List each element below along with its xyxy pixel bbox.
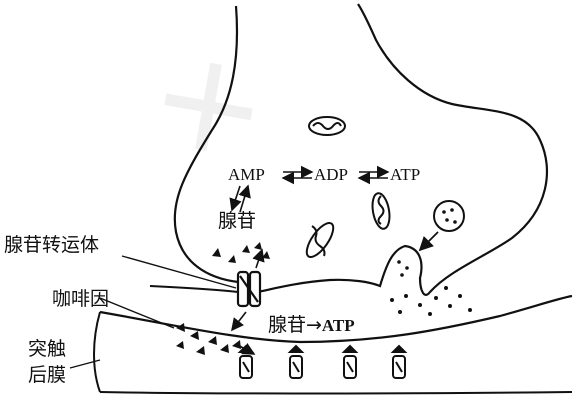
postsynaptic-membrane-label-line1: 突触 xyxy=(28,340,66,359)
amp-label: AMP xyxy=(228,166,265,183)
mitochondrion xyxy=(309,117,345,135)
adenosine-to-atp-label: 腺苷→ATP xyxy=(268,316,355,335)
adenosine-transporter-label: 腺苷转运体 xyxy=(4,236,99,255)
adenosine-to-atp-prefix: 腺苷→ xyxy=(268,314,322,336)
receptor xyxy=(240,346,252,378)
presynaptic-terminal xyxy=(175,4,547,295)
postsynaptic-membrane-inner xyxy=(100,392,572,394)
fusing-vesicle-contents xyxy=(397,260,409,277)
caffeine-label: 咖啡因 xyxy=(52,290,109,309)
adenosine-to-atp-product: ATP xyxy=(322,316,355,335)
adenosine-uptake-arrow xyxy=(232,312,246,330)
postsynaptic-membrane-label-line2: 后膜 xyxy=(28,366,66,385)
amp-adenosine-arrows xyxy=(232,186,248,212)
presynaptic-membrane-left xyxy=(150,286,238,292)
adenosine-label: 腺苷 xyxy=(218,212,256,231)
receptor xyxy=(344,346,356,378)
mitochondrion xyxy=(302,219,338,261)
vesicle-path-arrow xyxy=(420,232,438,250)
adenosine-exit-arrow xyxy=(256,250,262,268)
adp-label: ADP xyxy=(314,166,348,183)
adenosine-transporter xyxy=(238,272,260,306)
mitochondrion xyxy=(370,192,392,230)
atp-label: ATP xyxy=(390,166,420,183)
transporter-leader-line xyxy=(122,256,236,288)
receptor xyxy=(393,346,405,378)
synaptic-vesicle xyxy=(434,201,464,231)
receptor xyxy=(290,346,302,378)
